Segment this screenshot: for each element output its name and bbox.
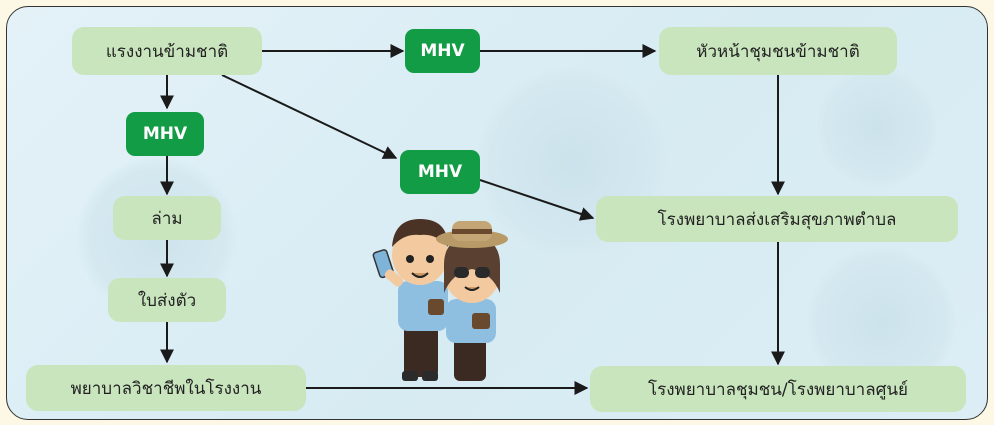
node-subdistrict-hospital: โรงพยาบาลส่งเสริมสุขภาพตำบล (596, 196, 958, 242)
mhv-badge-middle: MHV (400, 150, 480, 194)
arrow-mhv-middle-to-subdistrict (479, 179, 595, 221)
volunteers-illustration (372, 219, 508, 381)
volunteer-female (436, 221, 508, 381)
node-foreign-workers: แรงงานข้ามชาติ (72, 27, 262, 75)
mhv-badge-top: MHV (405, 29, 480, 73)
node-community-leader: หัวหน้าชุมชนข้ามชาติ (659, 27, 897, 75)
arrow-workers-to-mhv-middle (221, 74, 398, 159)
node-referral: ใบส่งตัว (108, 278, 226, 322)
mhv-badge-left: MHV (126, 112, 204, 156)
node-community-hospital: โรงพยาบาลชุมชน/โรงพยาบาลศูนย์ (590, 366, 966, 412)
virus-decoration (817, 67, 937, 187)
node-factory-nurse: พยาบาลวิชาชีพในโรงงาน (26, 365, 306, 411)
volunteer-male (372, 219, 448, 381)
node-interpreter: ล่าม (113, 196, 221, 240)
